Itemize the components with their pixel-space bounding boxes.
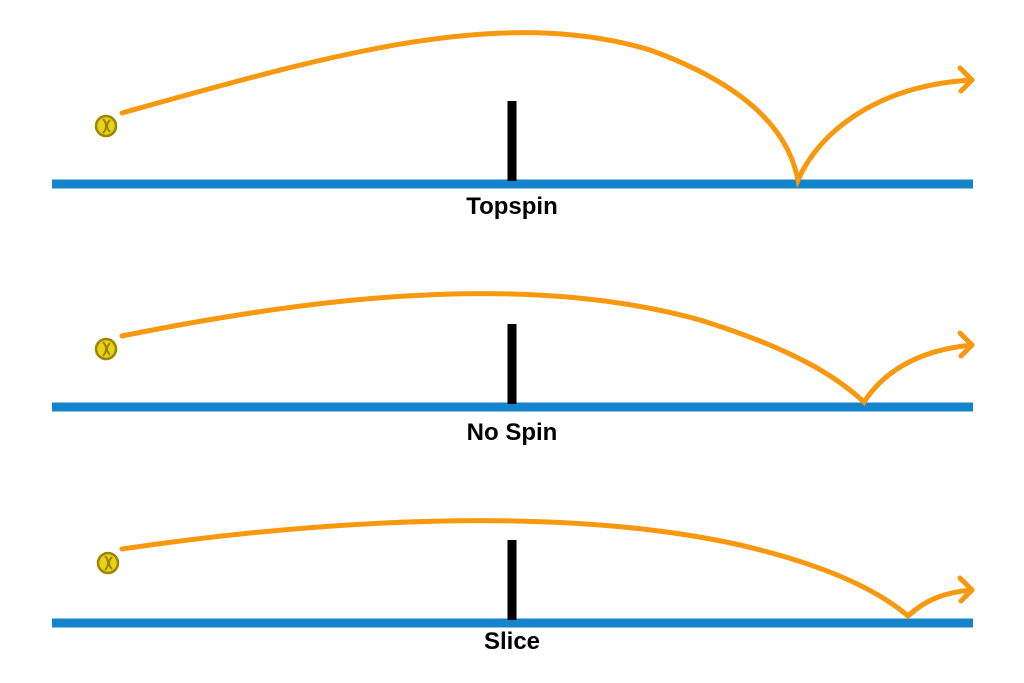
panel-no-spin: No Spin [52,291,975,446]
panel-slice: Slice [52,518,975,655]
arrowhead-icon [957,575,975,604]
ball-trajectory [119,291,975,406]
panel-label: Slice [484,628,540,655]
ball-trajectory [119,30,975,189]
tennis-ball-icon [96,551,120,575]
panel-topspin: Topspin [52,30,975,220]
panel-label: No Spin [467,419,558,446]
arrowhead-icon [957,330,975,359]
ball-trajectory [119,518,975,620]
arrowhead-icon [957,65,975,94]
tennis-ball-icon [94,114,118,138]
panel-label: Topspin [466,193,558,220]
tennis-ball-icon [94,337,118,361]
